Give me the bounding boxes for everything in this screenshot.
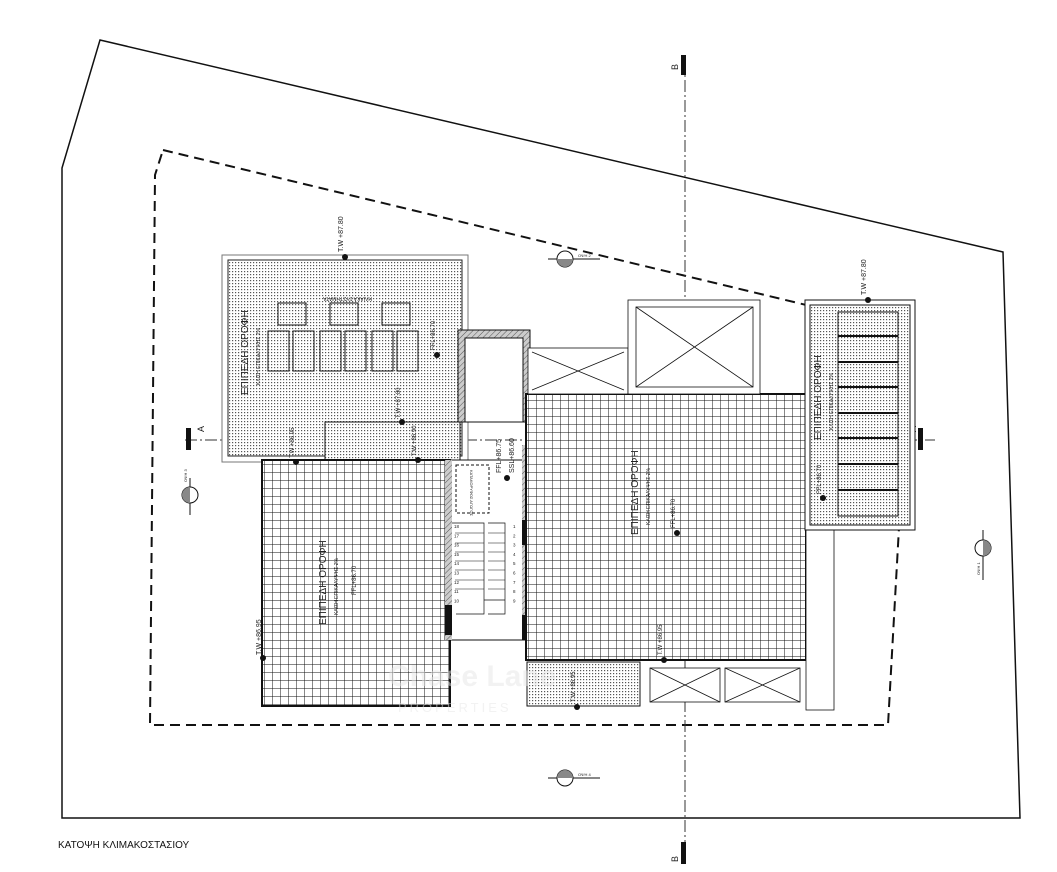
level-ssl-entry: SSL+86.60 [509,438,516,473]
level-ffl-right: FFL+86.70 [671,498,677,528]
section-marker-b-bottom [681,842,686,864]
shaft-label: ΚΑΤΑΚΟΡΥΦΟΣ ΑΓΩΓΟΣ [469,470,474,516]
level-points [260,254,871,710]
level-ffl-left: FFL+86.70 [352,565,358,595]
level-tw-bottom: T.W +86.95 [571,671,577,702]
svg-text:ΟΨΗ 2: ΟΨΗ 2 [578,253,591,258]
section-label-b-bottom: B [670,856,680,862]
site-boundary [61,39,1021,819]
step-number: 8 [513,589,516,594]
step-number: 9 [513,598,516,603]
step-number: 4 [513,552,516,557]
level-tw-mid: T.W +87.80 [396,387,402,418]
step-numbers-left: 18 17 16 15 14 13 12 11 10 [454,524,460,603]
level-ffl-solar: FFL+86.70 [431,320,437,350]
step-numbers-right: 1 2 3 4 5 6 7 8 9 [513,524,516,603]
step-number: 16 [454,543,460,548]
svg-text:ΟΨΗ 1: ΟΨΗ 1 [976,562,981,575]
svg-text:ΟΨΗ 3: ΟΨΗ 3 [183,469,188,482]
openings [527,299,835,711]
step-number: 14 [454,561,460,566]
roof-grid-left [261,459,451,707]
slope-label-left: ΚΛΙΣΗ ΕΠΙΚΑΛΥΨΗΣ 2% [334,557,340,615]
watermark: Chase Lane PROPERTIES [388,660,556,715]
watermark-line1: Chase Lane [388,660,556,693]
step-number: 1 [513,524,516,529]
level-tw-left-bottom: T.W +86.95 [256,619,263,655]
section-marker-a-left [186,428,191,450]
section-marker-b-top [681,55,686,75]
roof-label-right-small: ΕΠΙΠΕΔΗ ΟΡΟΦΗ [813,355,824,440]
level-tw-left: T.W +86.95 [290,427,296,458]
step-number: 18 [454,524,460,529]
drawing-title: ΚΑΤΟΨΗ ΚΛΙΜΑΚΟΣΤΑΣΙΟΥ [58,840,190,851]
level-ffl-entry: FFL+86.75 [496,439,503,473]
level-labels: T.W +87.80 T.W +87.80 FFL+86.70 T.W +87.… [256,216,868,702]
solar-panels [267,302,419,372]
roof-grid-right [525,393,807,661]
step-number: 17 [454,533,460,538]
elevation-marker-3: ΟΨΗ 3 [181,469,199,515]
roof-label-top-left: ΕΠΙΠΕΔΗ ΟΡΟΦΗ [240,310,251,395]
step-number: 10 [454,598,460,603]
step-number: 3 [513,543,516,548]
solar-panels-right [837,311,899,517]
step-number: 11 [454,589,459,594]
step-number: 13 [454,571,460,576]
level-tw-right: T.W +87.80 [861,259,868,295]
elevation-marker-2: ΟΨΗ 2 [548,250,600,268]
step-number: 2 [513,533,516,538]
roof-solar-right [809,304,911,526]
level-tw-right-bottom: T.W +86.95 [658,624,664,655]
solar-label: ΗΛΙΑΚΑ ΣΥΣΤΗΜΑΤΑ [323,295,372,301]
section-label-a-left: A [196,426,206,432]
step-number: 6 [513,571,516,576]
roof-label-left: ΕΠΙΠΕΔΗ ΟΡΟΦΗ [318,540,329,625]
svg-text:ΟΨΗ 4: ΟΨΗ 4 [578,772,591,777]
slope-label-right-small: ΚΛΙΣΗ ΕΠΙΚΑΛΥΨΗΣ 2% [829,372,835,430]
watermark-line2: PROPERTIES [398,700,512,715]
level-tw-top-left: T.W +87.80 [338,216,345,252]
roof-label-right: ΕΠΙΠΕΔΗ ΟΡΟΦΗ [630,450,641,535]
section-label-b-top: B [670,64,680,70]
level-ffl-right-small: FFL+86.70 [817,464,823,494]
section-marker-a-right [918,428,923,450]
slope-label-right: ΚΛΙΣΗ ΕΠΙΚΑΛΥΨΗΣ 2% [646,467,652,525]
step-number: 12 [454,580,460,585]
building-setback [148,149,912,726]
elevation-marker-4: ΟΨΗ 4 [548,769,600,787]
step-number: 7 [513,580,516,585]
elevation-marker-1: ΟΨΗ 1 [974,530,992,580]
slope-label-top-left: ΚΛΙΣΗ ΕΠΙΚΑΛΥΨΗΣ 2% [256,327,262,385]
step-number: 15 [454,552,460,557]
step-number: 5 [513,561,516,566]
level-tw-stair: T.W +86.90 [412,425,418,456]
